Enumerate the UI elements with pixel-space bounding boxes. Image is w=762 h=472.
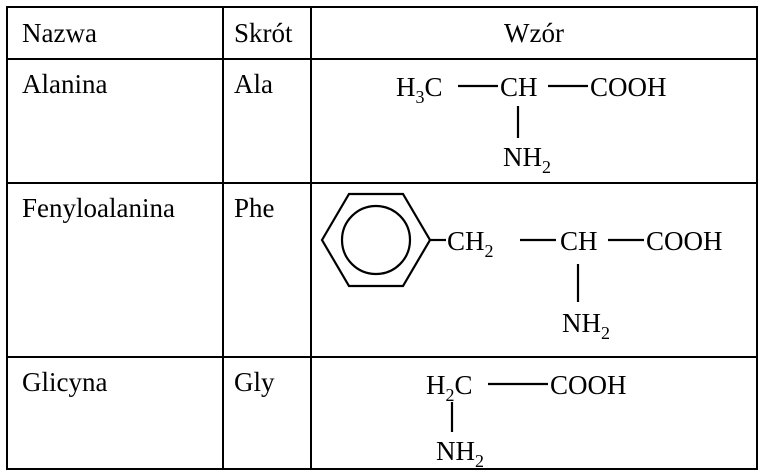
svg-text:NH2: NH2	[503, 142, 551, 177]
formula-group-b: CH	[560, 226, 598, 256]
svg-text:CH2: CH2	[447, 226, 494, 261]
formula-cell: H2C COOH NH2	[310, 356, 758, 470]
alanine-structural-formula: H3C CH COOH NH2	[396, 72, 667, 177]
header-formula-cell: Wzór	[310, 6, 758, 60]
amino-acid-abbr: Phe	[234, 193, 275, 223]
header-row: Nazwa Skrót Wzór	[6, 6, 758, 60]
formula-group-a-tail: C	[425, 72, 443, 102]
amino-acid-name: Alanina	[22, 69, 108, 99]
formula-group-d-sub: 2	[601, 323, 610, 343]
formula-group-a: CH	[447, 226, 485, 256]
formula-cell: H3C CH COOH NH2	[310, 58, 758, 184]
svg-text:NH2: NH2	[436, 436, 484, 469]
formula-group-a: H	[396, 72, 416, 102]
svg-text:NH2: NH2	[562, 308, 610, 343]
abbr-cell: Phe	[222, 182, 312, 358]
svg-text:H3C: H3C	[396, 72, 443, 107]
header-name: Nazwa	[22, 18, 97, 48]
name-cell: Glicyna	[6, 356, 224, 470]
benzene-ring-icon	[320, 192, 432, 288]
formula-group-c: COOH	[550, 370, 627, 400]
amino-acid-abbr: Gly	[234, 367, 275, 397]
formula-group-d-sub: 2	[475, 451, 484, 469]
header-formula: Wzór	[504, 18, 564, 48]
formula-group-a-sub: 3	[416, 87, 425, 107]
table-row-glycine: Glicyna Gly H2C COOH NH2	[6, 356, 758, 470]
header-abbr-cell: Skrót	[222, 6, 312, 60]
glycine-structural-formula: H2C COOH NH2	[426, 370, 627, 469]
table-row-alanine: Alanina Ala H3C CH COOH NH2	[6, 58, 758, 184]
benzene-ring-circle-icon	[340, 204, 412, 276]
name-cell: Alanina	[6, 58, 224, 184]
abbr-cell: Ala	[222, 58, 312, 184]
formula-group-d: NH	[503, 142, 542, 172]
abbr-cell: Gly	[222, 356, 312, 470]
amino-acid-name: Glicyna	[22, 367, 108, 397]
formula-group-c: COOH	[590, 72, 667, 102]
formula-group-a: H	[426, 370, 446, 400]
header-name-cell: Nazwa	[6, 6, 224, 60]
name-cell: Fenyloalanina	[6, 182, 224, 358]
formula-group-a-tail: C	[455, 370, 473, 400]
svg-text:H2C: H2C	[426, 370, 473, 405]
amino-acid-name: Fenyloalanina	[22, 193, 175, 223]
header-abbr: Skrót	[234, 18, 293, 48]
formula-group-d-sub: 2	[542, 157, 551, 177]
table-row-phenylalanine: Fenyloalanina Phe CH2 CH COOH NH2	[6, 182, 758, 358]
phenylalanine-structural-formula: CH2 CH COOH NH2	[320, 192, 723, 343]
formula-cell: CH2 CH COOH NH2	[310, 182, 758, 358]
formula-group-c: COOH	[646, 226, 723, 256]
amino-acid-table: Nazwa Skrót Wzór Alanina Ala H3C CH COOH…	[6, 6, 758, 470]
formula-group-d: NH	[436, 436, 475, 466]
formula-group-d: NH	[562, 308, 601, 338]
amino-acid-abbr: Ala	[234, 69, 273, 99]
formula-group-a-sub: 2	[446, 385, 455, 405]
formula-group-a-sub: 2	[485, 241, 494, 261]
formula-group-b: CH	[500, 72, 538, 102]
